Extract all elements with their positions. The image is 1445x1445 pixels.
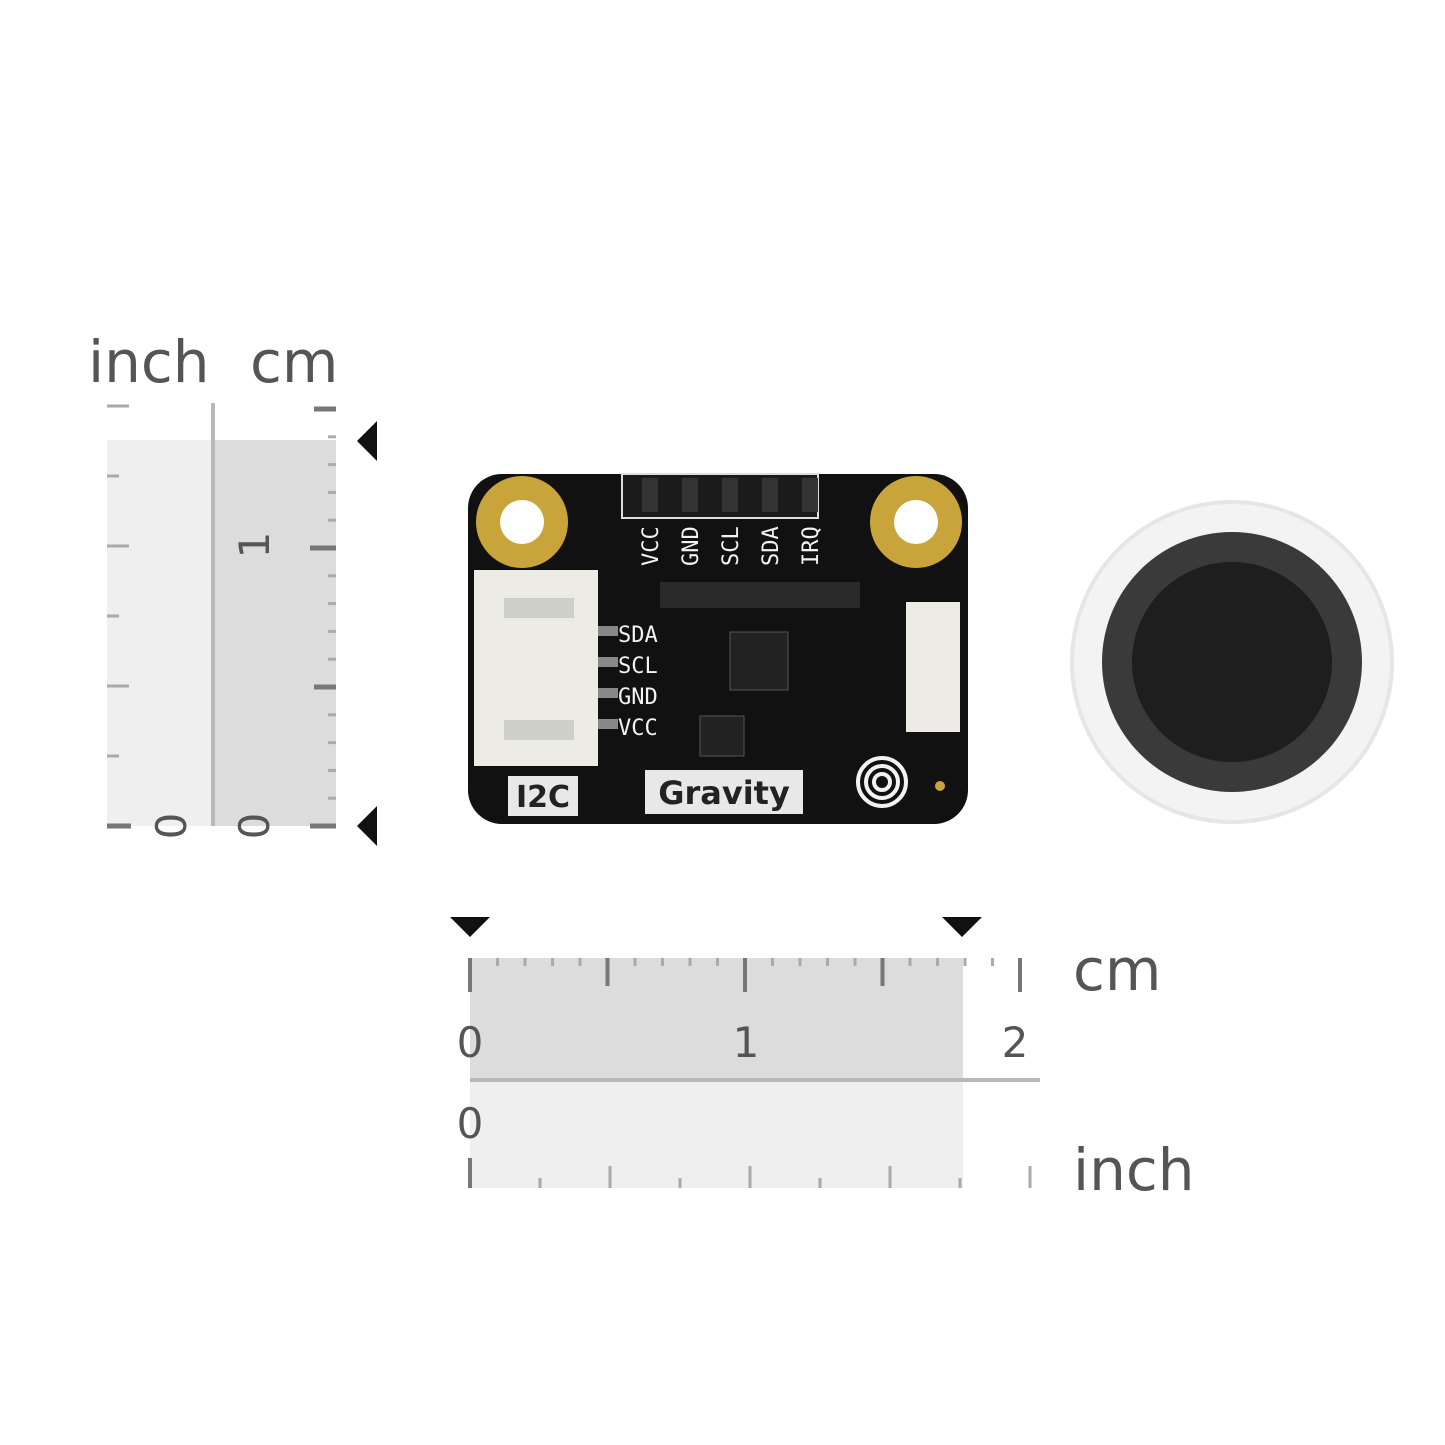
header-pin [642, 478, 658, 512]
chip [729, 631, 789, 691]
connector-pin [598, 657, 618, 667]
brand-label-bg [645, 770, 803, 814]
header-pin-label: SCL [719, 526, 744, 566]
vertical-ruler: inch cm 0 0 1 [88, 328, 377, 846]
header-pin-label: SDA [759, 526, 784, 566]
connector-pin-label: SDA [618, 623, 658, 648]
cm-label-0: 0 [457, 1018, 484, 1067]
vertical-cm-zero: 0 [230, 813, 279, 840]
connector-pin-label: VCC [618, 716, 658, 741]
vertical-unit-inch: inch [88, 328, 210, 396]
fingerprint-sensor [1070, 500, 1394, 824]
regulator [699, 715, 745, 757]
right-marker-icon [942, 917, 982, 937]
connector-pin [598, 688, 618, 698]
inch-band [470, 1080, 963, 1188]
connector-pin-label: SCL [618, 654, 658, 679]
mounting-hole-left [476, 476, 568, 568]
sensor-board: VCC GND SCL SDA IRQ SDA SCL GND VCC I2C Gravity [468, 473, 968, 824]
cm-label-2: 2 [1002, 1018, 1029, 1067]
horizontal-ruler: 0 1 2 0 cm inch [450, 917, 1195, 1204]
interface-label: I2C [516, 780, 570, 815]
header-pin-label: IRQ [799, 526, 824, 566]
cm-band [470, 958, 963, 1080]
interface-label-bg [508, 776, 578, 816]
vertical-inch-zero: 0 [147, 813, 196, 840]
cm-label-1: 1 [733, 1018, 760, 1067]
connector-pin [598, 719, 618, 729]
fingerprint-icon [856, 756, 908, 808]
pad [935, 781, 945, 791]
brand-label: Gravity [658, 774, 790, 812]
inch-label-0: 0 [457, 1099, 484, 1148]
fpc-connector [906, 602, 960, 732]
horizontal-unit-cm: cm [1073, 936, 1161, 1004]
smd-components [660, 582, 860, 608]
header-pin [722, 478, 738, 512]
left-marker-icon [450, 917, 490, 937]
header-pin-label: GND [679, 526, 704, 566]
header-pin [762, 478, 778, 512]
horizontal-unit-inch: inch [1073, 1136, 1195, 1204]
mounting-hole-right [870, 476, 962, 568]
bottom-marker-icon [357, 806, 377, 846]
vertical-unit-cm: cm [250, 328, 338, 396]
top-marker-icon [357, 421, 377, 461]
header-pin [802, 478, 818, 512]
connector-pin [598, 626, 618, 636]
header-pin [682, 478, 698, 512]
inch-band [107, 440, 213, 826]
header-pin-label: VCC [639, 526, 664, 566]
cm-band [213, 440, 336, 826]
connector-pin-label: GND [618, 685, 658, 710]
vertical-cm-one: 1 [230, 532, 279, 559]
